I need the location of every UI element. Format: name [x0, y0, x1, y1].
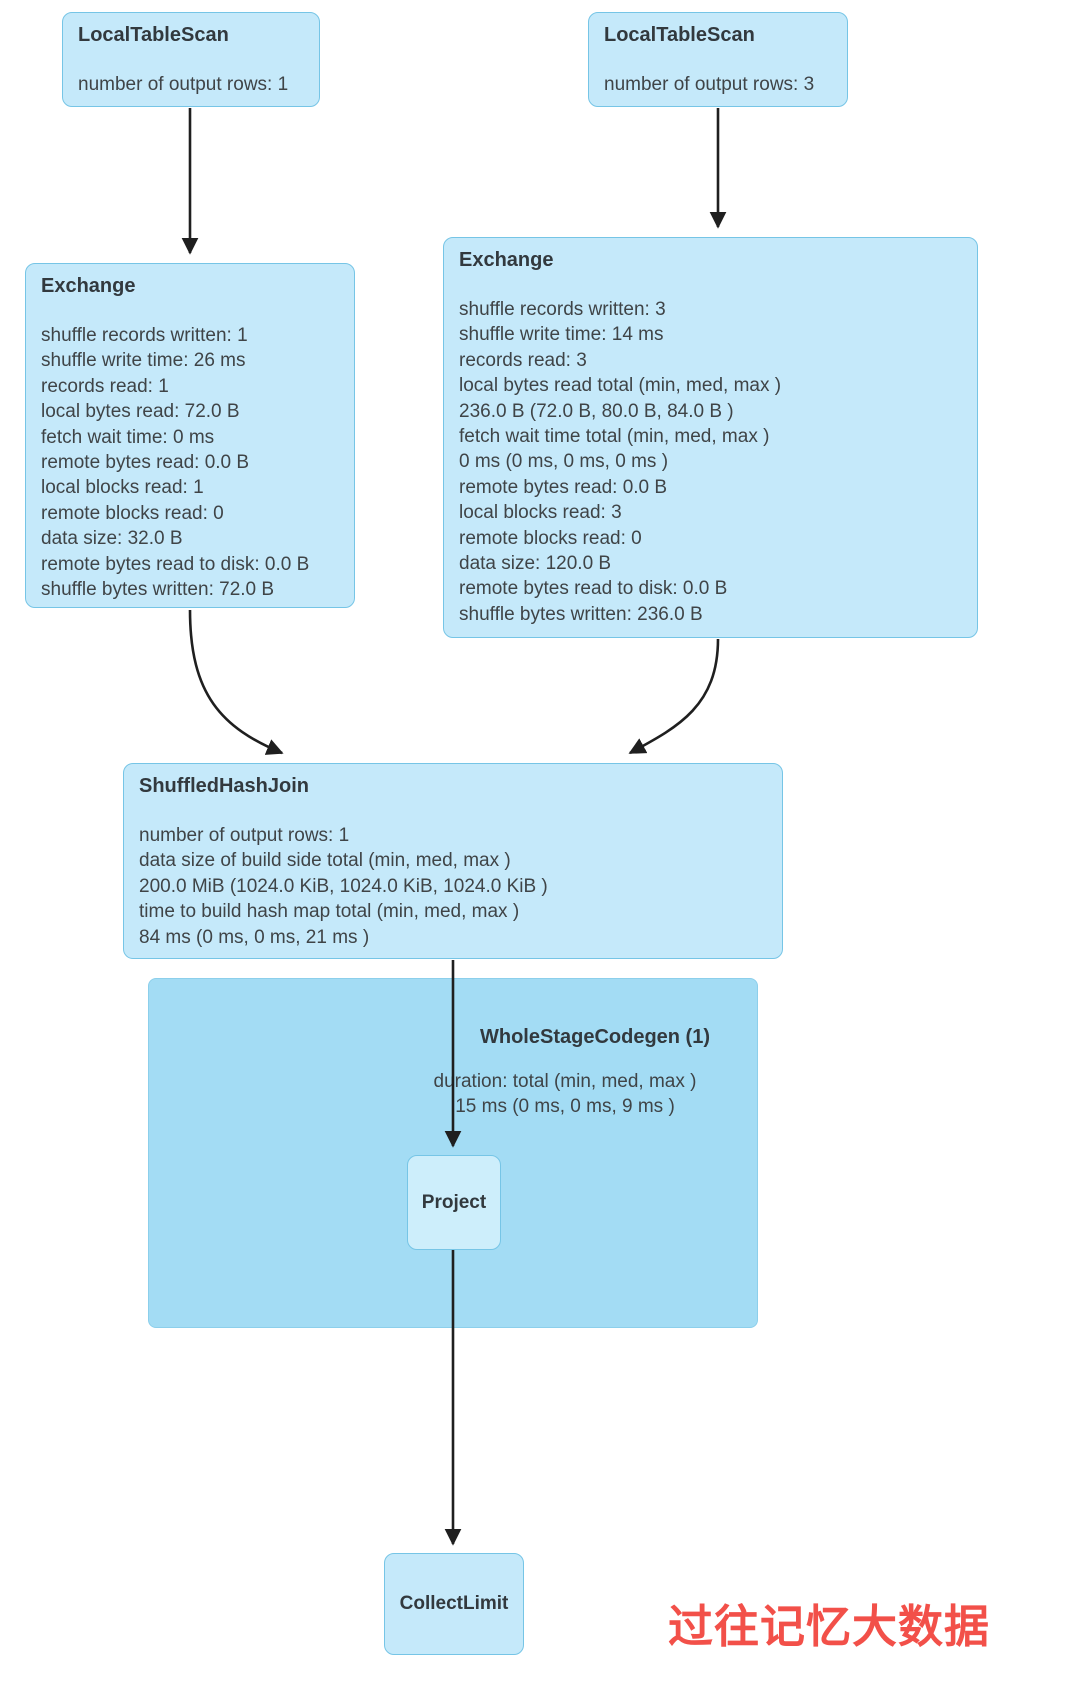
node-project: Project [407, 1155, 501, 1250]
node-exchange-right: Exchange shuffle records written: 3 shuf… [443, 237, 978, 638]
node-metrics: number of output rows: 1 [78, 74, 289, 95]
node-metrics: shuffle records written: 1 shuffle write… [41, 325, 310, 601]
node-collectlimit: CollectLimit [384, 1553, 524, 1655]
node-metrics: number of output rows: 3 [604, 74, 815, 95]
node-title: LocalTableScan [604, 24, 755, 46]
node-title: ShuffledHashJoin [139, 775, 310, 797]
node-title: Exchange [459, 249, 554, 271]
node-exchange-left: Exchange shuffle records written: 1 shuf… [25, 263, 355, 608]
node-shuffledhashjoin: ShuffledHashJoin number of output rows: … [123, 763, 783, 959]
node-title-wholestagecodegen: WholeStageCodegen (1) [479, 1026, 710, 1048]
node-title: CollectLimit [399, 1593, 509, 1614]
node-metrics-wholestagecodegen: duration: total (min, med, max ) 15 ms (… [433, 1071, 697, 1117]
node-localtablescan-right: LocalTableScan number of output rows: 3 [588, 12, 848, 107]
edge-exchange1-shuffledhashjoin [188, 609, 284, 755]
node-metrics: number of output rows: 1 data size of bu… [139, 825, 548, 948]
edge-exchange2-shuffledhashjoin [628, 638, 720, 755]
node-title: LocalTableScan [78, 24, 229, 46]
node-localtablescan-left: LocalTableScan number of output rows: 1 [62, 12, 320, 107]
node-metrics: shuffle records written: 3 shuffle write… [459, 299, 782, 625]
node-title: Project [421, 1191, 487, 1213]
node-title: Exchange [41, 275, 136, 297]
watermark-text: 过往记忆大数据 [668, 1601, 991, 1652]
